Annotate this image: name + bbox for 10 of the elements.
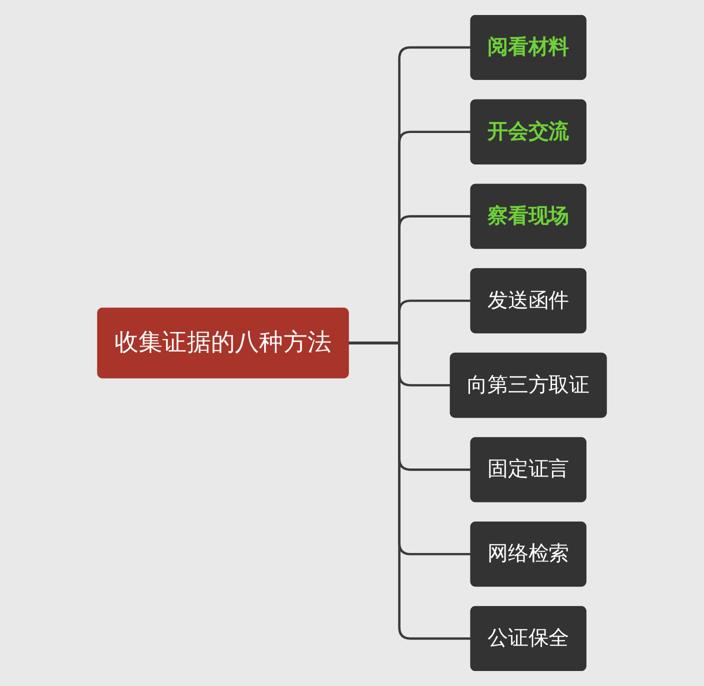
method-box: 察看现场 — [470, 184, 586, 249]
method-box: 公证保全 — [470, 606, 586, 672]
connector-line — [348, 342, 471, 640]
topic-box: 收集证据的八种方法 — [97, 308, 349, 378]
method-box: 向第三方取证 — [450, 352, 607, 418]
method-box: 发送函件 — [470, 268, 586, 334]
method-box: 阅看材料 — [470, 14, 586, 80]
method-box: 开会交流 — [470, 99, 586, 164]
method-box: 网络检索 — [470, 522, 586, 587]
method-box: 固定证言 — [470, 437, 586, 502]
